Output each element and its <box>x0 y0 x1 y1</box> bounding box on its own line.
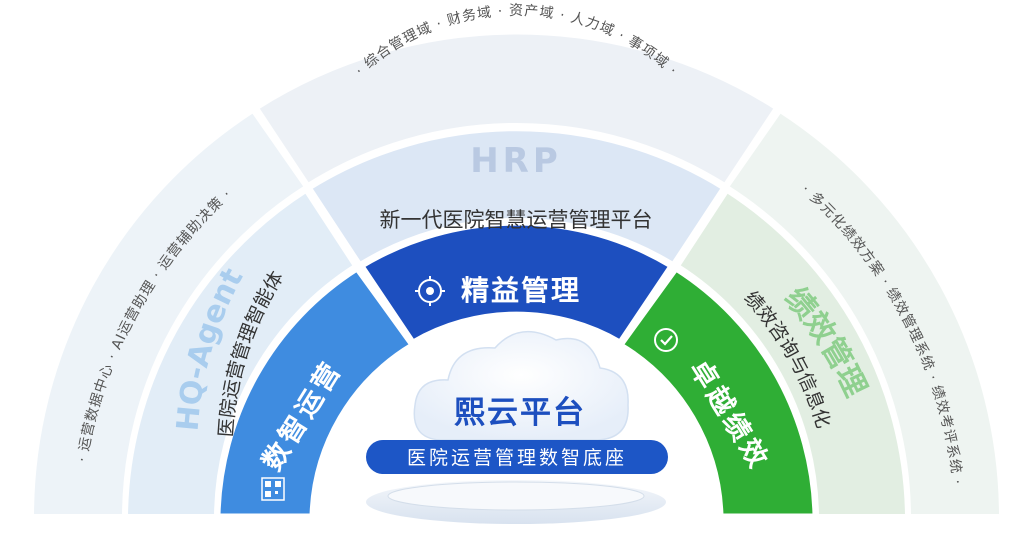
middle-ring <box>123 127 910 518</box>
middle-sector-right <box>675 188 910 518</box>
middle-top-title: HRP <box>470 141 562 181</box>
lean-management-icon <box>415 276 445 306</box>
cloud-shape <box>413 330 629 441</box>
center-platform: 熙云平台 医院运营管理数智底座 <box>366 330 668 524</box>
outer-ring <box>29 30 1004 518</box>
center-title: 熙云平台 <box>454 395 586 431</box>
outer-sector-left <box>29 108 309 518</box>
middle-top-subtitle: 新一代医院智慧运营管理平台 <box>380 208 653 232</box>
inner-top-label: 精益管理 <box>461 274 581 307</box>
center-subtitle: 医院运营管理数智底座 <box>407 447 627 469</box>
outer-sector-top <box>254 30 779 188</box>
inner-sector-top <box>358 220 675 346</box>
middle-sector-top <box>307 127 726 267</box>
center-subtitle-pill <box>366 440 668 474</box>
middle-sector-left <box>123 188 358 518</box>
outer-sector-right <box>724 108 1004 518</box>
qr-code-icon <box>261 477 285 501</box>
inner-sector-right <box>617 265 818 519</box>
inner-ring <box>215 220 818 519</box>
inner-sector-left <box>215 265 416 519</box>
excellence-icon <box>654 328 678 352</box>
